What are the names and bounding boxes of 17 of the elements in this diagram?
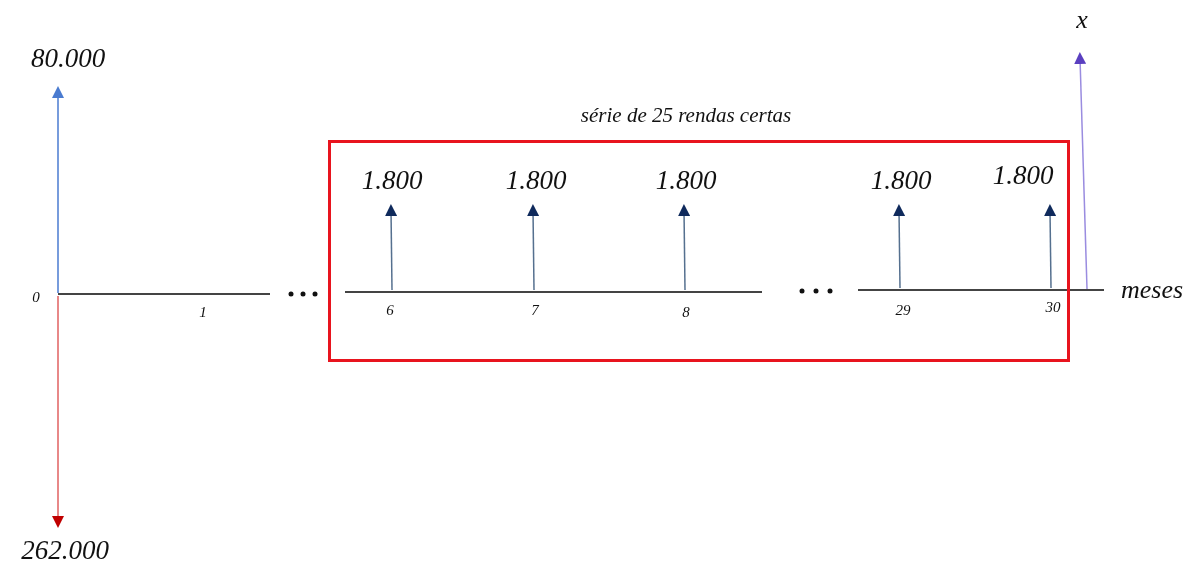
cash-flow-value: x — [1076, 7, 1088, 33]
cash-flow-value: 1.800 — [361, 166, 423, 194]
period-number: 30 — [1045, 299, 1061, 315]
cash-flow-value: 1.800 — [655, 166, 717, 194]
cash-flow-value: 80.000 — [30, 44, 106, 72]
period-number: 6 — [386, 302, 394, 318]
cash-flow-value: 1.800 — [870, 166, 932, 194]
period-number: 8 — [682, 304, 690, 320]
period-number: 7 — [531, 302, 539, 318]
period-number: 0 — [32, 289, 40, 305]
period-number: 1 — [199, 304, 207, 320]
cash-flow-value: 1.800 — [505, 166, 567, 194]
axis-label: meses — [1120, 277, 1184, 303]
series-heading: série de 25 rendas certas — [580, 104, 792, 126]
cash-flow-value: 1.800 — [992, 161, 1054, 189]
cash-flow-value: 262.000 — [21, 536, 109, 564]
period-number: 29 — [895, 302, 911, 318]
